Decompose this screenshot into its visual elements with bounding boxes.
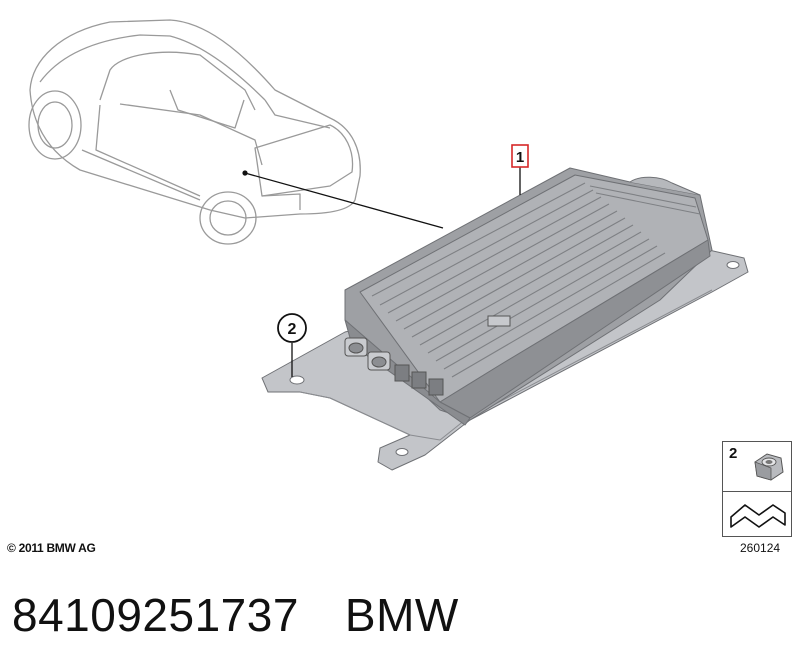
connector-ports bbox=[344, 315, 511, 396]
legend-divider bbox=[723, 491, 791, 492]
brand-name: BMW bbox=[344, 589, 459, 641]
parts-diagram: 1 2 bbox=[28, 19, 749, 471]
callout-1-label: 1 bbox=[516, 149, 524, 166]
diagram-number: 260124 bbox=[740, 541, 781, 555]
part-number-line: 84109251737 BMW bbox=[12, 588, 459, 642]
callout-2-label: 2 bbox=[288, 321, 297, 338]
part-set-icon bbox=[730, 504, 786, 528]
copyright-notice: © 2011 BMW AG bbox=[7, 541, 96, 555]
car-outline-illustration bbox=[28, 19, 361, 245]
callout-2[interactable]: 2 bbox=[277, 313, 307, 377]
part-number: 84109251737 bbox=[12, 589, 299, 641]
car-location-leader bbox=[242, 170, 444, 229]
legend-item-number: 2 bbox=[729, 445, 738, 462]
callout-1[interactable]: 1 bbox=[511, 144, 529, 195]
cooling-fins bbox=[371, 182, 701, 378]
hex-nut-icon bbox=[754, 453, 784, 481]
parts-legend: 2 bbox=[722, 441, 792, 537]
